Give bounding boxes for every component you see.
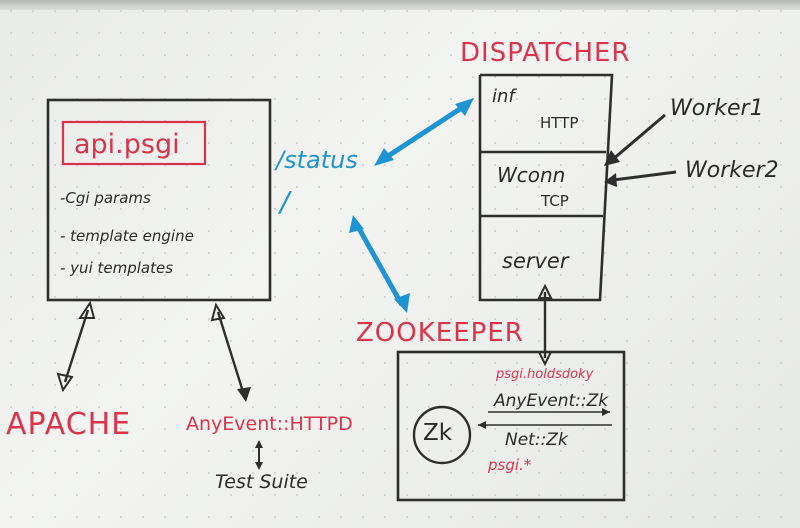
worker2-arrow [612,170,677,182]
zookeeper-psgi-label: psgi.* [488,456,532,474]
worker1-label: Worker1 [670,96,764,121]
root-zookeeper-arrow [354,223,405,307]
whiteboard-rail [0,0,800,10]
apache-label: APACHE [6,407,132,442]
worker1-arrow [611,113,666,162]
zk-circle [412,405,472,465]
dispatcher-tcp-sub: TCP [541,192,569,210]
dispatcher-server-label: server [502,249,569,273]
api-item-cgi-params: -Cgi params [60,189,151,207]
route-root: / [280,185,290,218]
anyevent-httpd-label: AnyEvent::HTTPD [186,413,353,435]
dispatcher-border [478,73,614,302]
zookeeper-netzk-label: Net::Zk [505,430,568,450]
dispatcher-inf-sub: HTTP [540,114,579,132]
test-suite-label: Test Suite [215,471,308,493]
route-status: /status [276,146,358,174]
httpd-arrow [216,311,246,396]
api-box-border [46,98,272,302]
dispatcher-title: DISPATCHER [460,38,631,68]
dispatcher-wconn-label: Wconn [497,163,566,187]
zk-circle-label: Zk [423,420,453,446]
api-item-template-engine: - template engine [60,227,194,245]
status-dispatcher-arrow [380,102,468,163]
apache-arrow [63,309,90,383]
worker2-label: Worker2 [685,158,779,183]
zookeeper-box-border [396,350,626,502]
api-item-yui-templates: - yui templates [60,259,174,277]
zookeeper-title: ZOOKEEPER [356,318,524,348]
zookeeper-anyevent-label: AnyEvent::Zk [494,391,609,411]
api-title-box [61,120,207,166]
dispatcher-inf-label: inf [492,86,515,107]
zookeeper-top-label: psgi.holdsdoky [496,367,594,382]
api-title: api.psgi [74,129,180,160]
